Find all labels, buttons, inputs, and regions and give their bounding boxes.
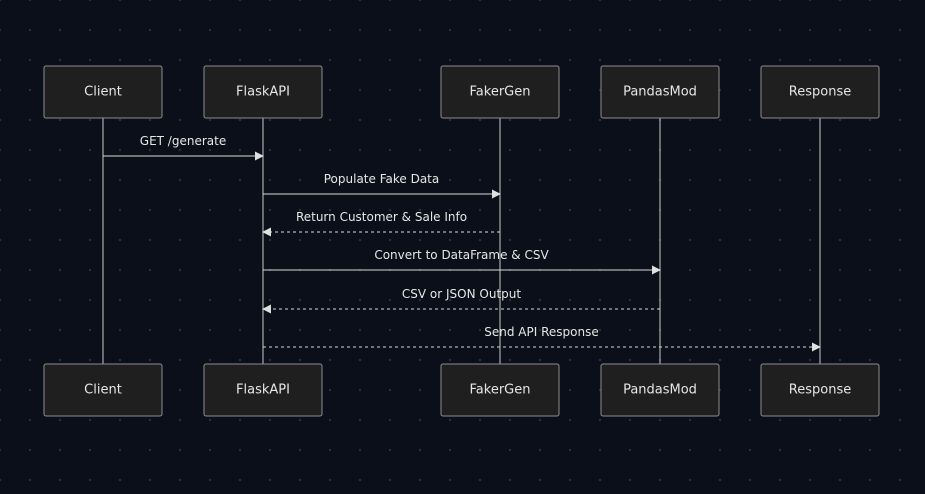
actor-response-bottom: Response xyxy=(760,363,880,417)
actor-fakergen-top: FakerGen xyxy=(440,65,560,119)
actor-flaskapi-bottom: FlaskAPI xyxy=(203,363,323,417)
message-label: GET /generate xyxy=(140,134,226,148)
actor-label: FakerGen xyxy=(470,383,531,398)
actor-label: Response xyxy=(789,383,851,398)
message-1: GET /generate xyxy=(103,134,264,161)
actor-label: Response xyxy=(789,85,851,100)
message-label: Convert to DataFrame & CSV xyxy=(374,248,549,262)
message-4: Convert to DataFrame & CSV xyxy=(263,248,661,275)
message-label: CSV or JSON Output xyxy=(402,287,521,301)
actor-box xyxy=(43,65,163,119)
actor-box xyxy=(440,65,560,119)
actor-pandasmod-bottom: PandasMod xyxy=(600,363,720,417)
actor-label: PandasMod xyxy=(623,383,697,398)
actor-fakergen-bottom: FakerGen xyxy=(440,363,560,417)
actor-box xyxy=(203,363,323,417)
actor-box xyxy=(440,363,560,417)
message-label: Return Customer & Sale Info xyxy=(296,210,467,224)
actors-top: Client FlaskAPI FakerGen PandasMod Response xyxy=(43,65,880,119)
message-label: Send API Response xyxy=(484,325,598,339)
message-6: Send API Response xyxy=(263,325,821,352)
message-label: Populate Fake Data xyxy=(324,172,440,186)
actor-box xyxy=(600,65,720,119)
actor-label: Client xyxy=(84,383,122,398)
actor-label: FlaskAPI xyxy=(236,85,290,100)
actor-box xyxy=(760,363,880,417)
lifelines xyxy=(102,118,821,364)
actor-flaskapi-top: FlaskAPI xyxy=(203,65,323,119)
actor-box xyxy=(43,363,163,417)
actor-box xyxy=(203,65,323,119)
actor-client-top: Client xyxy=(43,65,163,119)
message-2: Populate Fake Data xyxy=(263,172,501,199)
actor-box xyxy=(600,363,720,417)
actor-label: FlaskAPI xyxy=(236,383,290,398)
actors-bottom: Client FlaskAPI FakerGen PandasMod Response xyxy=(43,363,880,417)
actor-label: PandasMod xyxy=(623,85,697,100)
actor-client-bottom: Client xyxy=(43,363,163,417)
actor-label: FakerGen xyxy=(470,85,531,100)
actor-pandasmod-top: PandasMod xyxy=(600,65,720,119)
actor-label: Client xyxy=(84,85,122,100)
actor-response-top: Response xyxy=(760,65,880,119)
message-5: CSV or JSON Output xyxy=(262,287,660,314)
message-3: Return Customer & Sale Info xyxy=(262,210,500,237)
actor-box xyxy=(760,65,880,119)
